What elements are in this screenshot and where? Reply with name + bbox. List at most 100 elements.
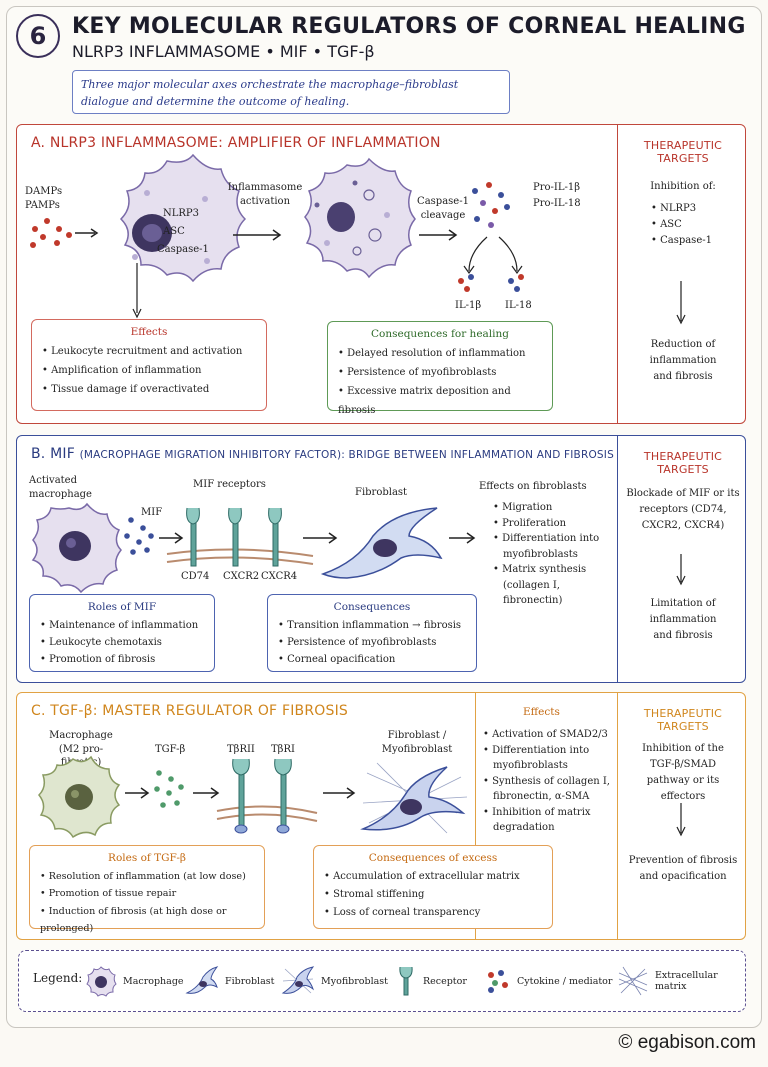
receptor-cd74: CD74 [181, 571, 210, 582]
legend: Legend: Macrophage Fibroblast Myofibrobl… [18, 950, 746, 1012]
legend-item-cytokine: Cytokine / mediator [485, 965, 612, 997]
input-damps: DAMPs [25, 186, 63, 197]
legend-label: Cytokine / mediator [517, 975, 613, 987]
section-a-divider [617, 125, 618, 423]
receptor-icon [399, 966, 413, 996]
page-subtitle: NLRP3 INFLAMMASOME • MIF • TGF-β [72, 42, 375, 61]
roles-title: Roles of MIF [87, 601, 157, 613]
mif-consequences-title: Consequences [333, 601, 411, 613]
receptor-tbrii: TβRII [227, 744, 255, 755]
effects-box: Effects Leukocyte recruitment and activa… [31, 319, 267, 411]
receptor-icon-cxcr4 [268, 507, 282, 567]
section-a-title: A. NLRP3 INFLAMMASOME: AMPLIFIER OF INFL… [31, 135, 441, 151]
tgfb-effect-item: Inhibition of matrix degradation [483, 805, 615, 836]
consequences-box: Consequences for healing Delayed resolut… [327, 321, 553, 416]
effect-item: Amplification of inflammation [42, 361, 256, 380]
intro-box: Three major molecular axes orchestrate t… [72, 70, 510, 114]
tgfb-dots [154, 770, 184, 808]
activated-macrophage-cell [304, 157, 416, 279]
tgfb-effect-item: Synthesis of collagen I, fibronectin, α-… [483, 774, 615, 805]
receptor-icon-cxcr2 [228, 507, 242, 567]
target-item: NLRP3 [651, 201, 745, 217]
tgfb-consequences-title: Consequences of excess [368, 852, 498, 864]
fibroblast-label: Fibroblast [355, 487, 408, 498]
section-tgfb: C. TGF-β: MASTER REGULATOR OF FIBROSIS M… [16, 692, 746, 940]
macrophage-icon [86, 966, 117, 997]
il18-label: IL-18 [505, 300, 532, 311]
receptor-icon-tbrii [232, 758, 250, 834]
pro-il1b-label: Pro-IL-1β [533, 182, 581, 193]
mif-effect-item: Proliferation [493, 516, 613, 532]
section-mif: B. MIF (MACROPHAGE MIGRATION INHIBITORY … [16, 435, 746, 683]
il1b-dots [458, 274, 474, 292]
credit-text: © egabison.com [618, 1032, 756, 1053]
il1b-label: IL-1β [455, 300, 482, 311]
mif-dots [124, 517, 154, 555]
therapeutic-targets-title: THERAPEUTIC TARGETS [643, 139, 723, 165]
activated-macrophage-cell [31, 502, 123, 594]
consequence-item: Delayed resolution of inflammation [338, 344, 542, 363]
legend-item-myofibroblast: Myofibroblast [281, 965, 388, 997]
extracellular-matrix-icon [618, 966, 648, 996]
receptor-cxcr4: CXCR4 [261, 571, 298, 582]
il18-dots [508, 274, 524, 292]
tgfb-consequence-item: Accumulation of extracellular matrix [324, 868, 542, 886]
cell-label-asc: ASC [163, 226, 185, 237]
down-arrow-icon [676, 803, 686, 837]
receptor-icon-cd74 [186, 507, 200, 567]
danger-signal-dots [30, 218, 72, 248]
tgfb-label: TGF-β [155, 744, 186, 755]
activated-macrophage-label: Activated macrophage [29, 475, 92, 500]
targets-intro: Inhibition of: [650, 181, 716, 192]
cytokine-icon [488, 970, 508, 993]
section-c-title: C. TGF-β: MASTER REGULATOR OF FIBROSIS [31, 703, 348, 719]
tgfb-pathway-graphic [37, 755, 468, 839]
legend-label: Myofibroblast [321, 975, 388, 987]
receptor-tbri: TβRI [271, 744, 295, 755]
mif-pathway-graphic [31, 502, 686, 594]
fibroblast-icon [185, 966, 219, 994]
mif-effect-item: Migration [493, 500, 613, 516]
page-title: KEY MOLECULAR REGULATORS OF CORNEAL HEAL… [72, 14, 746, 39]
therapeutic-targets-body: Inhibition of: NLRP3 ASC Caspase-1 [621, 179, 745, 249]
target-item: Caspase-1 [651, 233, 745, 249]
role-item: Promotion of fibrosis [40, 651, 204, 668]
target-item: ASC [651, 217, 745, 233]
legend-item-receptor: Receptor [395, 965, 467, 997]
effect-item: Tissue damage if overactivated [42, 380, 256, 399]
consequences-title: Consequences for healing [370, 328, 509, 340]
effect-item: Leukocyte recruitment and activation [42, 342, 256, 361]
tgfb-effect-item: Activation of SMAD2/3 [483, 727, 615, 743]
fibroblast-cell [320, 507, 443, 579]
tgfb-consequences-box: Consequences of excess Accumulation of e… [313, 845, 553, 929]
targets-outcome: Limitation of inflammation and fibrosis [649, 598, 717, 641]
roles-of-mif-box: Roles of MIF Maintenance of inflammation… [29, 594, 215, 672]
legend-label: Fibroblast [225, 975, 275, 987]
consequence-item: Excessive matrix deposition and fibrosis [338, 382, 542, 420]
nlrp3-pathway-graphic [30, 153, 686, 325]
role-item: Maintenance of inflammation [40, 617, 204, 634]
section-c-divider [617, 693, 618, 939]
mif-effect-item: Matrix synthesis (collagen I, fibronecti… [493, 562, 613, 609]
mif-effect-item: Differentiation into myofibroblasts [493, 531, 613, 562]
section-nlrp3: A. NLRP3 INFLAMMASOME: AMPLIFIER OF INFL… [16, 124, 746, 424]
targets-outcome: Reduction of inflammation and fibrosis [649, 339, 717, 382]
tgfb-effect-item: Differentiation into myofibroblasts [483, 743, 615, 774]
macrophage-cell [119, 153, 247, 283]
role-item: Leukocyte chemotaxis [40, 634, 204, 651]
step-inflammasome-activation: Inflammasome activation [227, 182, 303, 207]
consequence-item: Persistence of myofibroblasts [338, 363, 542, 382]
section-c-effects-divider [475, 693, 476, 939]
roles-title: Roles of TGF-β [108, 852, 186, 864]
therapeutic-targets-title: THERAPEUTIC TARGETS [643, 450, 723, 476]
role-item: Resolution of inflammation (at low dose) [40, 868, 254, 885]
mif-label: MIF [141, 507, 163, 518]
mif-receptors-title: MIF receptors [193, 479, 266, 490]
receptor-icon-tbri [274, 758, 292, 834]
mif-consequence-item: Transition inflammation → fibrosis [278, 617, 466, 634]
legend-item-macrophage: Macrophage [85, 965, 184, 997]
myofibroblast-icon [281, 966, 315, 994]
tgfb-consequence-item: Loss of corneal transparency [324, 904, 542, 922]
mif-consequences-box: Consequences Transition inflammation → f… [267, 594, 477, 672]
targets-text: Inhibition of the TGF-β/SMAD pathway or … [642, 743, 724, 802]
